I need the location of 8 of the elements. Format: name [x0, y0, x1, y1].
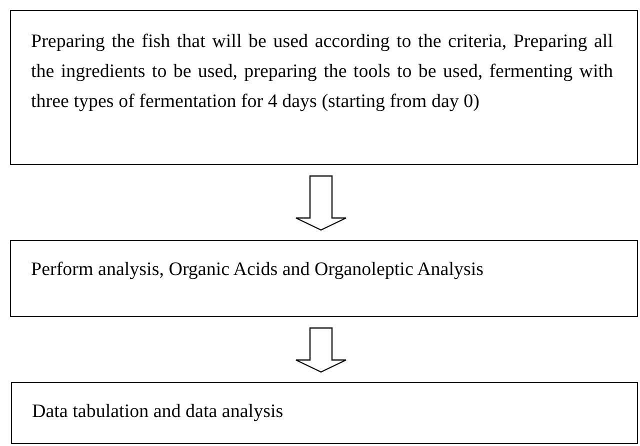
- process-box: [10, 10, 638, 165]
- block-arrow: [295, 327, 347, 373]
- process-box: [10, 240, 638, 317]
- step-text: Perform analysis, Organic Acids and Organoleptic Analysis: [31, 258, 485, 282]
- step-text: Preparing the fish that will be used according to the criteria, Preparing all the ingredients to be used, preparing the tools to be used, fermenting with three types of fermentation for 4 days (starting from day 0): [31, 30, 613, 114]
- step-text: Data tabulation and data analysis: [32, 400, 284, 424]
- block-arrow: [295, 175, 347, 231]
- process-box: [11, 382, 638, 444]
